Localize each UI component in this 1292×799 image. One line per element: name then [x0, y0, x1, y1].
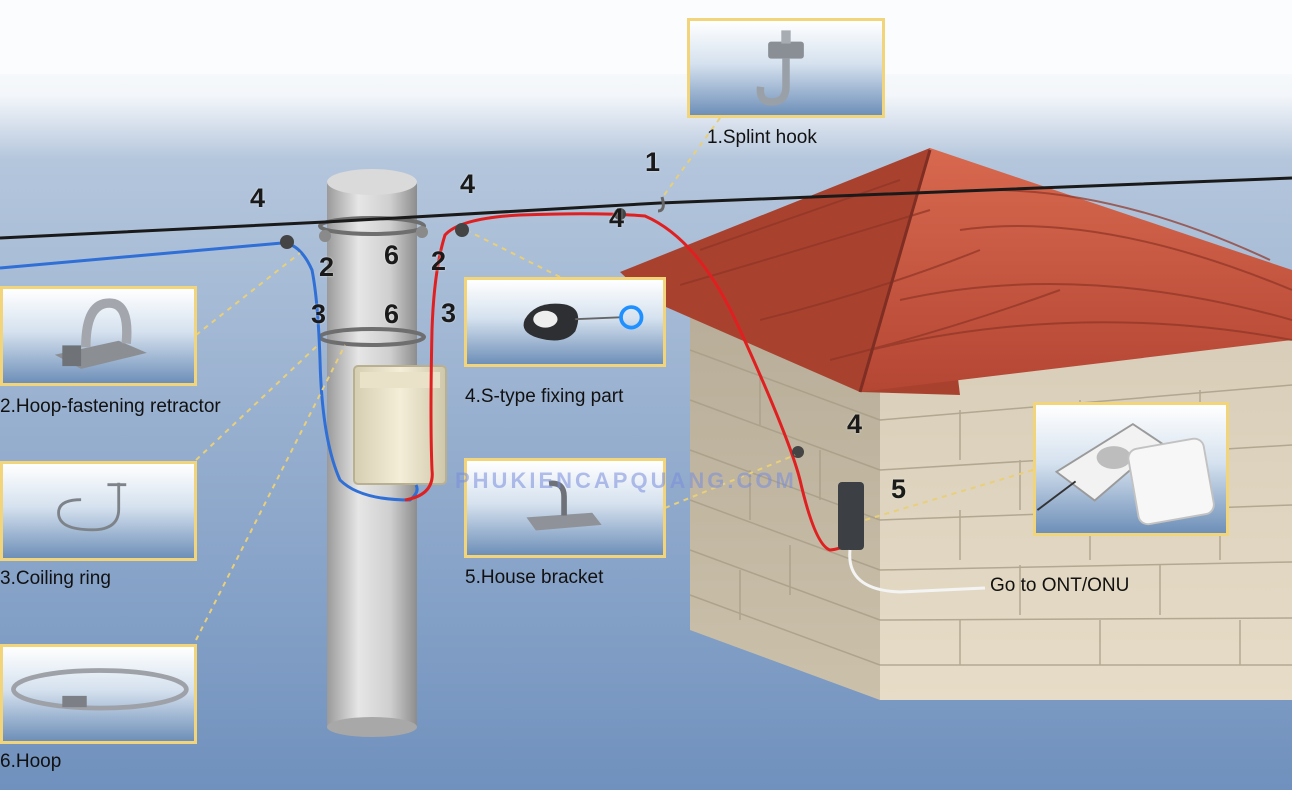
marker-4-wire: 4 [609, 203, 625, 233]
label-splint-hook: 1.Splint hook [707, 127, 817, 148]
distribution-box [353, 365, 447, 485]
splint-hook-icon [756, 30, 804, 106]
coiling-ring-icon [57, 482, 127, 532]
house-roof-side [620, 148, 960, 395]
label-coiling-ring: 3.Coiling ring [0, 568, 111, 589]
marker-4-house: 4 [847, 409, 863, 439]
marker-2-left: 2 [319, 252, 335, 282]
retractor-icon [54, 298, 147, 369]
marker-6-lower: 6 [384, 299, 400, 329]
s-type-clamp-icon [523, 303, 644, 341]
label-destination-ont: Go to ONT/ONU [990, 575, 1130, 596]
hoop-icon [11, 668, 189, 711]
marker-1: 1 [645, 147, 661, 177]
label-s-type-fixing-part: 4.S-type fixing part [465, 386, 624, 407]
panel-hoop [0, 644, 197, 744]
house-bracket-icon [526, 480, 602, 531]
marker-4-left: 4 [250, 183, 266, 213]
watermark: PHUKIENCAPQUANG.COM [455, 468, 797, 493]
label-house-bracket: 5.House bracket [465, 567, 604, 588]
ont-cable [848, 549, 986, 594]
panel-hoop-fastening-retractor [0, 286, 197, 386]
panel-coiling-ring [0, 461, 197, 561]
messenger-wire [0, 176, 1292, 240]
panel-s-type-fixing-part [464, 277, 666, 367]
terminal-box-icon [1036, 422, 1215, 526]
marker-4-pole: 4 [460, 169, 476, 199]
marker-6-upper: 6 [384, 240, 400, 270]
marker-3-right: 3 [441, 298, 457, 328]
panel-house-bracket [464, 458, 666, 558]
marker-2-right: 2 [431, 246, 447, 276]
house-side-wall [690, 300, 880, 700]
blue-drop-cable [0, 241, 419, 502]
label-hoop-fastening-retractor: 2.Hoop-fastening retractor [0, 396, 221, 417]
panel-splint-hook [687, 18, 885, 118]
label-hoop: 6.Hoop [0, 751, 62, 772]
marker-5: 5 [891, 474, 907, 504]
marker-3-left: 3 [311, 299, 327, 329]
panel-terminal-box-detail [1033, 402, 1229, 536]
wall-terminal-box [838, 482, 864, 550]
red-drop-cable [404, 212, 855, 552]
